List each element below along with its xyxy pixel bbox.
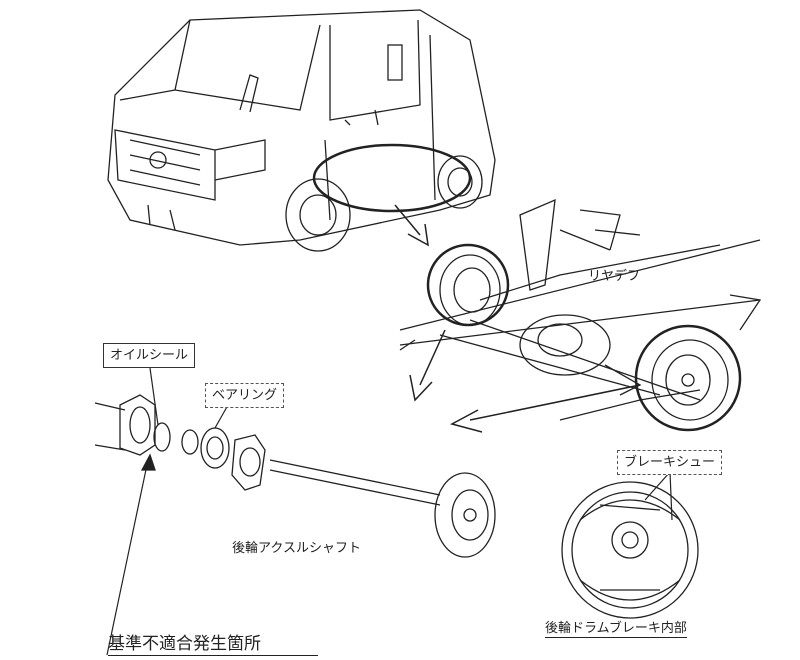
rear-axle-assembly xyxy=(399,198,762,432)
van-illustration xyxy=(107,9,496,252)
oil-seal-part xyxy=(153,422,171,452)
highlight-ellipse xyxy=(312,143,472,213)
nonconformity-location-label: 基準不適合発生箇所 xyxy=(108,636,318,656)
axle-shaft-exploded xyxy=(94,394,496,558)
rear-drum-brake-label: 後輪ドラムブレーキ内部 xyxy=(545,621,687,638)
oil-seal-label: オイルシール xyxy=(103,343,196,368)
bearing-label: ベアリング xyxy=(205,383,285,408)
bearing-part xyxy=(200,427,230,469)
rear-axle-shaft-label: 後輪アクスルシャフト xyxy=(232,541,361,556)
brake-shoe-label: ブレーキシュー xyxy=(617,450,723,475)
highlight-circle-left xyxy=(426,243,510,327)
rear-diff-label: リヤデフ xyxy=(588,269,641,284)
drum-brake-inside xyxy=(561,481,699,619)
highlight-circle-right xyxy=(634,324,742,432)
